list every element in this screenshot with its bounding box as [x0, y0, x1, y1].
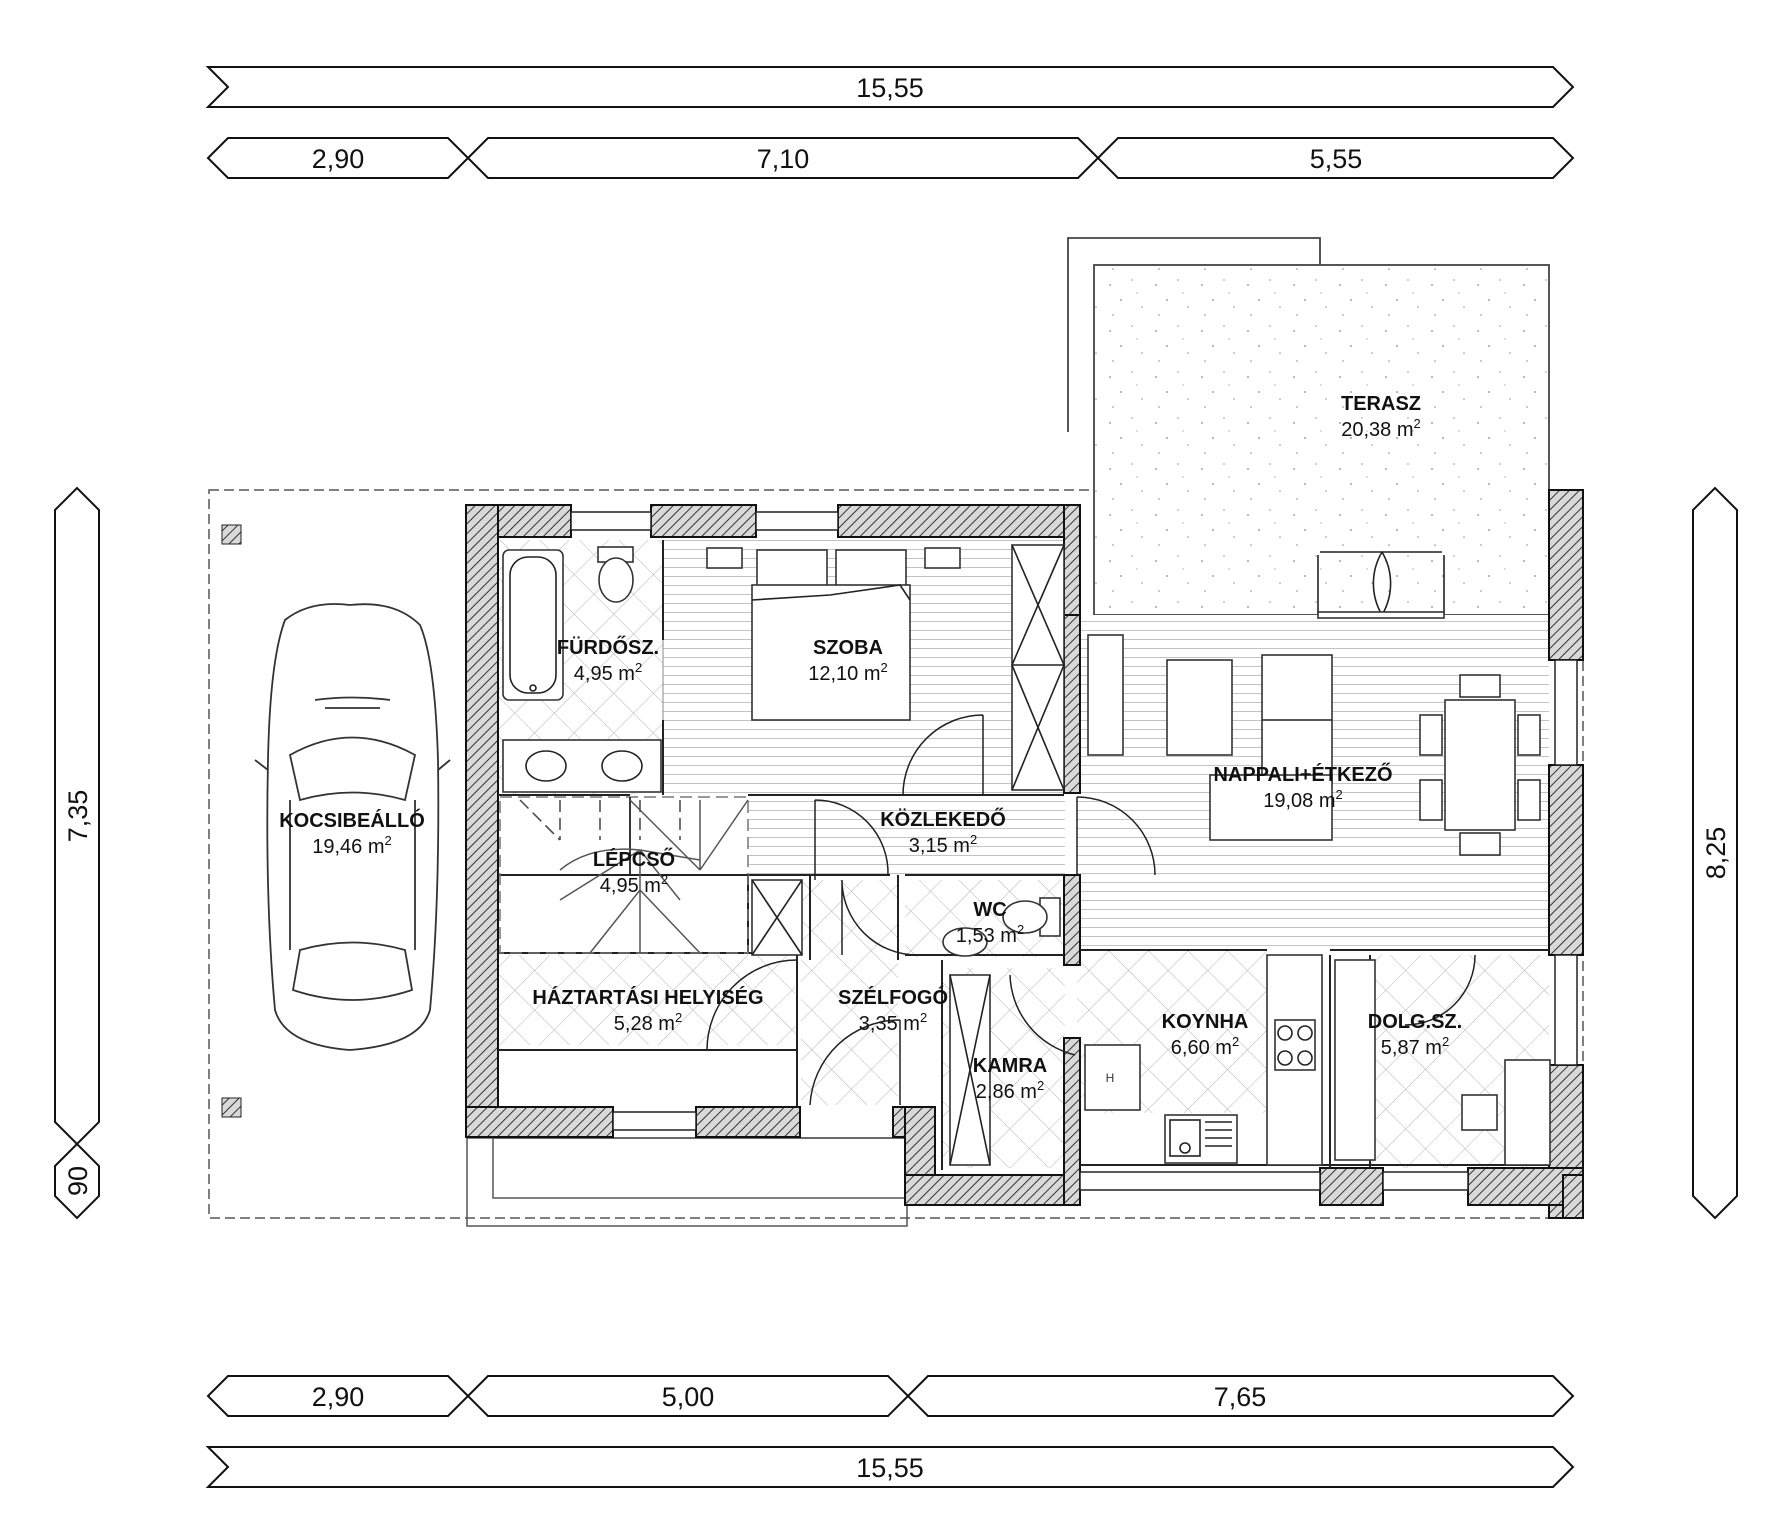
bottom-segment-dimension: 5,00 — [662, 1382, 715, 1412]
room-name-label: SZÉLFOGÓ — [838, 985, 948, 1009]
area-unit-exponent: 2 — [675, 1010, 682, 1025]
left-height-dimension: 7,35 — [63, 790, 93, 843]
room-name-label: NAPPALI+ÉTKEZŐ — [1213, 763, 1392, 786]
area-unit-exponent: 2 — [881, 660, 888, 675]
utility-furniture — [751, 879, 803, 956]
room-area-label: 4,95 m2 — [600, 872, 668, 897]
carport-post — [221, 1097, 242, 1118]
room-area-label: 19,08 m2 — [1263, 787, 1343, 812]
area-unit-exponent: 2 — [1017, 922, 1024, 937]
room-name-label: KOCSIBEÁLLÓ — [279, 808, 425, 832]
room-name-label: LÉPCSŐ — [593, 848, 675, 871]
area-unit-exponent: 2 — [1414, 416, 1421, 431]
area-unit-exponent: 2 — [661, 872, 668, 887]
top-segment-dimension: 2,90 — [312, 144, 365, 174]
room-name-label: KÖZLEKEDŐ — [880, 808, 1006, 831]
corridor-floor — [748, 795, 1065, 875]
room-area-label: 19,46 m2 — [312, 833, 392, 858]
doors — [706, 714, 1476, 1106]
room-area-label: 4,95 m2 — [574, 660, 642, 685]
top-segment-dimension: 5,55 — [1310, 144, 1363, 174]
room-area-label: 3,15 m2 — [909, 832, 977, 857]
entrance-step-inner — [492, 1137, 908, 1199]
top-total-dimension: 15,55 — [856, 73, 924, 103]
bottom-total-dimension: 15,55 — [856, 1453, 924, 1483]
room-name-label: SZOBA — [813, 637, 883, 659]
room-area-label: 12,10 m2 — [808, 660, 888, 685]
kitchen-fixtures: H — [1084, 954, 1376, 1166]
room-name-label: KOYNHA — [1162, 1011, 1249, 1033]
room-area-label: 1,53 m2 — [956, 922, 1024, 947]
area-unit-exponent: 2 — [1037, 1078, 1044, 1093]
room-name-label: HÁZTARTÁSI HELYISÉG — [532, 986, 763, 1009]
right-height-dimension: 8,25 — [1701, 827, 1731, 880]
top-segment-dimension: 7,10 — [757, 144, 810, 174]
dim-bar — [54, 486, 100, 1146]
utility-floor — [497, 955, 795, 1045]
room-area-label: 6,60 m2 — [1171, 1034, 1239, 1059]
room-name-label: DOLG.SZ. — [1368, 1011, 1462, 1033]
stair — [499, 796, 749, 954]
living-furniture — [1087, 551, 1541, 856]
room-name-label: KAMRA — [973, 1055, 1047, 1077]
dim-bar — [205, 1446, 1575, 1488]
room-area-label: 5,87 m2 — [1381, 1034, 1449, 1059]
left-small-dimension: 90 — [63, 1166, 93, 1196]
left-dimensions: 7,35 90 — [54, 486, 100, 1220]
svg-text:H: H — [1106, 1071, 1115, 1085]
dim-bar — [1692, 486, 1738, 1220]
room-name-label: TERASZ — [1341, 393, 1421, 415]
wc-fixtures — [942, 897, 1061, 957]
bottom-segment-dimension: 7,65 — [1214, 1382, 1267, 1412]
area-unit-exponent: 2 — [635, 660, 642, 675]
entrance-step-outline — [466, 1137, 908, 1227]
room-name-label: WC — [973, 899, 1006, 921]
dim-bar — [1096, 137, 1575, 179]
dim-bar — [54, 1142, 100, 1220]
bathroom-fixtures — [502, 546, 664, 793]
carport-outline — [208, 489, 1584, 1219]
pantry-fixtures — [949, 974, 991, 1166]
workroom-furniture — [1461, 1059, 1551, 1166]
bottom-dimensions: 2,90 5,00 7,65 15,55 — [205, 1375, 1575, 1488]
area-unit-exponent: 2 — [1442, 1034, 1449, 1049]
bedroom-furniture — [706, 544, 1065, 791]
terrace-floor — [1093, 264, 1550, 616]
room-area-label: 20,38 m2 — [1341, 416, 1421, 441]
room-area-label: 3,35 m2 — [859, 1010, 927, 1035]
windows — [570, 511, 1578, 1191]
terrace-overhang — [1067, 237, 1321, 432]
top-dimensions: 15,55 2,90 7,10 5,55 — [205, 66, 1575, 179]
right-dimensions: 8,25 — [1692, 486, 1738, 1220]
carport-post — [221, 524, 242, 545]
dim-bar — [205, 66, 1575, 108]
dim-bar — [906, 1375, 1575, 1417]
area-unit-exponent: 2 — [1336, 787, 1343, 802]
area-unit-exponent: 2 — [970, 832, 977, 847]
area-unit-exponent: 2 — [385, 833, 392, 848]
windbreak-floor — [801, 880, 898, 1105]
walls — [465, 489, 1584, 1219]
area-unit-exponent: 2 — [1232, 1034, 1239, 1049]
bottom-segment-dimension: 2,90 — [312, 1382, 365, 1412]
area-unit-exponent: 2 — [920, 1010, 927, 1025]
room-name-label: FÜRDŐSZ. — [557, 636, 659, 659]
car-icon — [254, 603, 451, 1051]
room-area-label: 2,86 m2 — [976, 1078, 1044, 1103]
room-area-label: 5,28 m2 — [614, 1010, 682, 1035]
